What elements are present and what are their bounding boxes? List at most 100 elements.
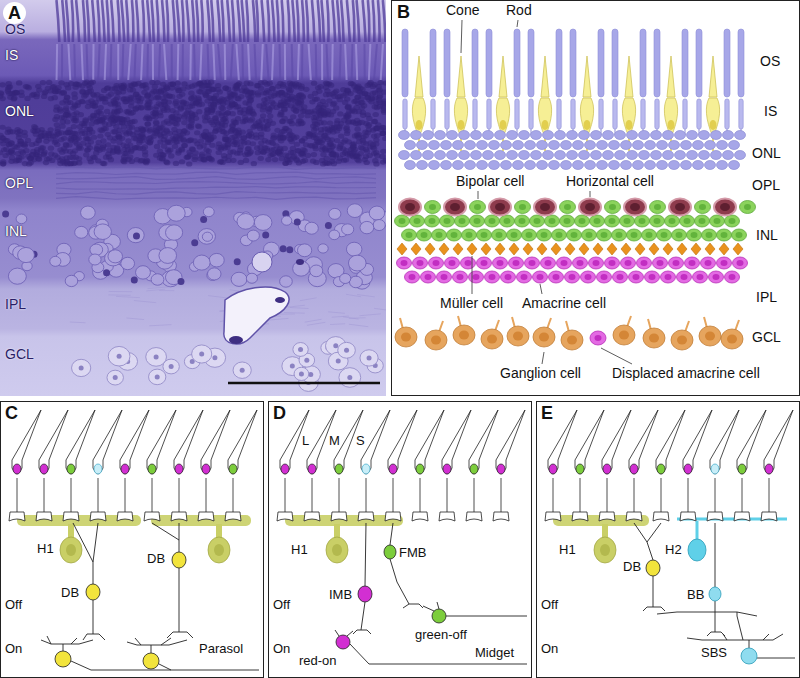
nucleus-dot [138,158,144,163]
rod-inner-segment [473,99,477,129]
nucleus-dot [272,157,278,162]
nucleus-dot [64,161,70,166]
nucleus-dot [344,104,350,109]
nucleus-dot [104,86,110,91]
outer-segment-stripe [321,0,323,42]
inner-nuclear-cell [348,255,366,271]
ganglion-cell [192,345,212,363]
nucleus-dot [168,115,174,120]
nucleus-dot [161,108,167,113]
nucleus-dot [159,156,165,161]
nucleus-dot [63,155,69,160]
nucleus-dot [195,95,201,100]
inner-nuclear-cell [127,228,144,243]
plexiform-fiber [305,319,322,322]
inner-nuclear-cell [246,273,257,283]
inner-nuclear-cell [231,272,247,286]
nucleus-dot [291,154,297,159]
nucleus-dot [111,100,117,105]
nucleus-dot [41,94,47,99]
dark-cell [191,239,198,246]
plexiform-fiber [56,177,376,180]
nucleus-dot [94,144,100,149]
nucleus-dot [167,147,173,152]
nucleus-dot [159,157,165,162]
nucleus-dot [240,136,246,141]
plexiform-fiber [284,312,305,314]
outer-segment-stripe [292,0,294,42]
nucleus-dot [107,117,113,122]
nucleus-dot [258,140,264,145]
nucleus-dot [261,104,267,109]
nucleus-dot [209,143,215,148]
nucleus-dot [343,148,349,153]
nucleus-dot [187,104,193,109]
nucleus-dot [249,117,255,122]
nucleus-dot [73,136,79,141]
nucleus-dot [374,153,380,158]
nucleus-dot [71,161,77,166]
inner-segment-streak [356,44,357,80]
nucleus-dot [286,128,292,133]
nucleus-dot [320,99,326,104]
nucleus-dot [279,129,285,134]
inner-nuclear-cell [347,204,362,218]
nucleus-dot [179,147,185,152]
nucleus-dot [16,80,22,85]
inner-nuclear-cell [247,230,259,241]
ganglion-nucleus [155,374,160,379]
inner-segment-streak [208,44,209,80]
nucleus-dot [264,82,270,87]
nucleus-dot [136,140,142,145]
outer-segment-stripe [126,0,128,42]
nucleus-dot [81,94,87,99]
cone-nucleus [542,120,549,130]
ganglion-nucleus [290,364,295,369]
nucleus-dot [215,87,221,92]
outer-segment-stripe [157,0,159,42]
outer-segment-stripe [378,0,380,42]
nucleus-dot [50,134,56,139]
nucleus-dot [381,105,386,110]
inner-nuclear-cell [346,242,361,256]
nucleus-dot [129,159,135,164]
cone-outer-segment [541,56,549,97]
nucleus-dot [290,114,296,119]
inner-nuclear-cell [349,276,362,288]
nucleus-dot [344,125,350,130]
inner-nuclear-cell [282,216,292,225]
nucleus-dot [9,140,15,145]
nucleus-dot [35,84,41,89]
plexiform-fiber [290,308,309,309]
nucleus-dot [212,116,218,121]
nucleus-dot [299,93,305,98]
nucleus-dot [372,112,378,117]
nucleus-dot [176,88,182,93]
outer-segment-stripe [242,0,245,42]
nucleus-dot [154,80,160,85]
nucleus-dot [186,161,192,166]
nucleus-dot [191,157,197,162]
nucleus-dot [295,101,301,106]
nucleus-dot [237,151,243,156]
nucleus-dot [221,117,227,122]
inner-nuclear-cell [208,268,221,280]
nucleus-dot [218,105,224,110]
nucleus-dot [73,82,79,87]
nucleus-dot [234,142,240,147]
nucleus-dot [380,159,386,164]
rod-outer-segment [472,29,478,97]
nucleus-dot [337,156,343,161]
nucleus-dot [114,114,120,119]
outer-segment-stripe [83,0,85,42]
inner-nuclear-cell [360,221,374,233]
inner-nuclear-cell [340,273,351,283]
nucleus-dot [309,99,315,104]
nucleus-dot [229,101,235,106]
nucleus-dot [157,139,163,144]
nucleus-dot [196,89,202,94]
nucleus-dot [312,91,318,96]
nucleus-dot [373,161,379,166]
inner-segment-streak [171,44,173,80]
plexiform-fiber [116,296,140,297]
